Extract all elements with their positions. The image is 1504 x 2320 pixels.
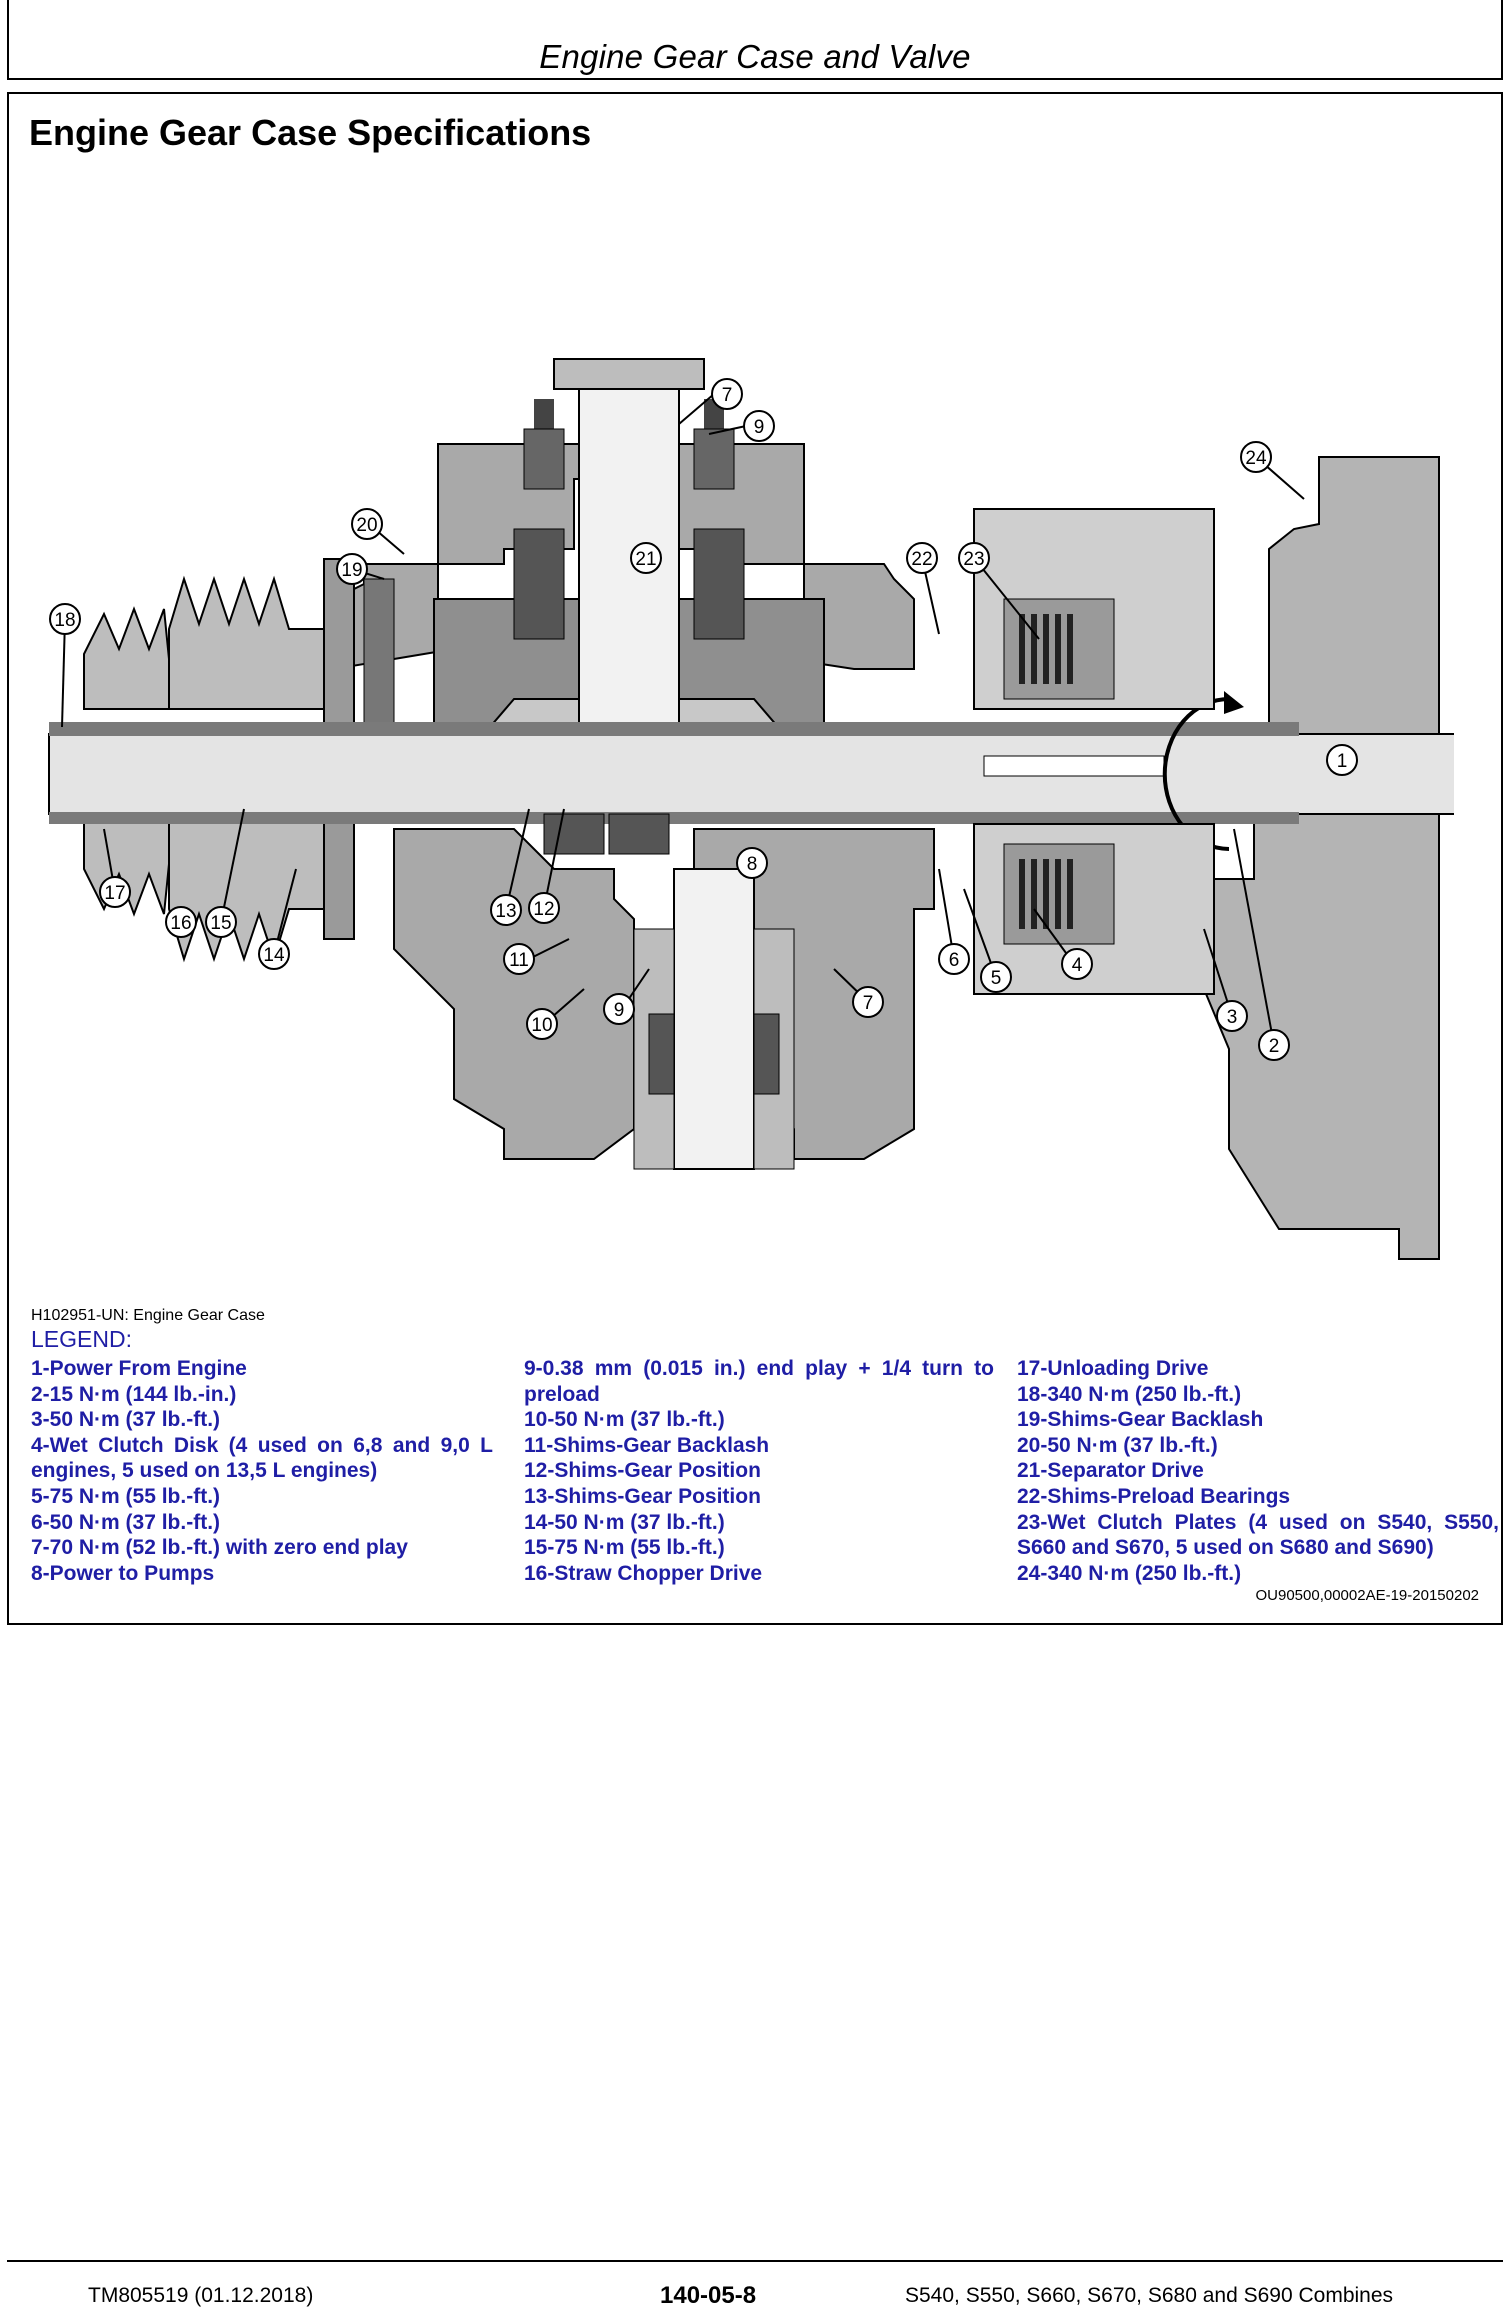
svg-text:17: 17 bbox=[104, 883, 125, 904]
svg-text:23: 23 bbox=[963, 549, 984, 570]
callout-9-bottom: 9 bbox=[603, 968, 650, 1025]
svg-text:10: 10 bbox=[531, 1015, 552, 1036]
legend-item: 13-Shims-Gear Position bbox=[524, 1484, 761, 1508]
legend-item: 20-50 N·m (37 lb.-ft.) bbox=[1017, 1433, 1218, 1457]
svg-text:9: 9 bbox=[754, 417, 765, 438]
callout-16: 16 bbox=[165, 906, 197, 938]
legend-item: 16-Straw Chopper Drive bbox=[524, 1561, 763, 1585]
footer-doc-id: TM805519 (01.12.2018) bbox=[88, 2284, 314, 2307]
callout-17: 17 bbox=[99, 828, 131, 908]
callout-3: 3 bbox=[1203, 928, 1248, 1032]
callout-12: 12 bbox=[528, 808, 565, 924]
legend-item: 19-Shims-Gear Backlash bbox=[1017, 1408, 1264, 1432]
legend-item: 18-340 N·m (250 lb.-ft.) bbox=[1017, 1382, 1242, 1406]
gear-case-diagram: 7 9 24 20 19 21 22 23 18 1 8 17 16 15 14… bbox=[48, 358, 1454, 1260]
callout-19: 19 bbox=[336, 553, 385, 585]
callout-22: 22 bbox=[906, 542, 940, 635]
callout-7-top: 7 bbox=[678, 378, 743, 425]
legend-item: 21-Separator Drive bbox=[1017, 1459, 1204, 1483]
header-title: Engine Gear Case and Valve bbox=[539, 38, 971, 75]
svg-text:19: 19 bbox=[341, 560, 362, 581]
legend-item: 9-0.38 mm (0.015 in.) end play + 1/4 tur… bbox=[524, 1357, 994, 1406]
callout-20: 20 bbox=[351, 508, 405, 555]
legend-item: 10-50 N·m (37 lb.-ft.) bbox=[524, 1408, 725, 1432]
callout-2: 2 bbox=[1233, 828, 1290, 1061]
footer-divider bbox=[7, 2260, 1503, 2262]
callout-14: 14 bbox=[258, 868, 297, 970]
callout-1: 1 bbox=[1326, 744, 1358, 776]
legend-item: 14-50 N·m (37 lb.-ft.) bbox=[524, 1510, 725, 1534]
svg-text:14: 14 bbox=[263, 945, 285, 966]
callouts: 7 9 24 20 19 21 22 23 18 1 8 17 16 15 14… bbox=[49, 378, 1358, 1061]
svg-text:12: 12 bbox=[533, 899, 554, 920]
svg-text:11: 11 bbox=[509, 950, 529, 971]
pump-shaft bbox=[673, 868, 755, 1170]
callout-4: 4 bbox=[1033, 908, 1093, 980]
svg-text:1: 1 bbox=[1337, 751, 1348, 772]
legend-heading: LEGEND: bbox=[31, 1326, 132, 1352]
svg-text:21: 21 bbox=[635, 549, 656, 570]
callout-5: 5 bbox=[963, 888, 1012, 993]
legend-item: 15-75 N·m (55 lb.-ft.) bbox=[524, 1536, 725, 1560]
upper-pulley bbox=[83, 606, 176, 710]
legend-item: 12-Shims-Gear Position bbox=[524, 1459, 761, 1483]
section-title: Engine Gear Case Specifications bbox=[29, 112, 592, 153]
callout-18: 18 bbox=[49, 603, 81, 728]
callout-13: 13 bbox=[490, 808, 530, 926]
svg-text:18: 18 bbox=[54, 610, 75, 631]
legend-item: 6-50 N·m (37 lb.-ft.) bbox=[31, 1510, 221, 1534]
content-box: Engine Gear Case Specifications bbox=[7, 92, 1503, 1625]
legend-column-1: 1-Power From Engine 2-15 N·m (144 lb.-in… bbox=[31, 1356, 493, 1586]
svg-text:6: 6 bbox=[949, 950, 960, 971]
callout-9-top: 9 bbox=[708, 410, 775, 442]
svg-text:20: 20 bbox=[356, 515, 377, 536]
legend-column-2: 9-0.38 mm (0.015 in.) end play + 1/4 tur… bbox=[524, 1356, 994, 1586]
legend-item: 17-Unloading Drive bbox=[1017, 1357, 1209, 1380]
legend-item: 11-Shims-Gear Backlash bbox=[524, 1433, 770, 1457]
legend-item: 5-75 N·m (55 lb.-ft.) bbox=[31, 1484, 221, 1508]
page-header: Engine Gear Case and Valve bbox=[7, 0, 1503, 80]
svg-text:16: 16 bbox=[170, 913, 191, 934]
callout-23: 23 bbox=[958, 542, 1040, 640]
legend-item: 3-50 N·m (37 lb.-ft.) bbox=[31, 1408, 221, 1432]
svg-text:4: 4 bbox=[1072, 955, 1083, 976]
lower-housing bbox=[393, 828, 635, 1160]
legend-item: 7-70 N·m (52 lb.-ft.) with zero end play bbox=[31, 1536, 408, 1560]
svg-text:3: 3 bbox=[1227, 1007, 1238, 1028]
callout-11: 11 bbox=[503, 938, 570, 975]
clutch-plates bbox=[1019, 614, 1073, 684]
figure-caption: H102951-UN: Engine Gear Case bbox=[31, 1307, 265, 1324]
legend-item: 23-Wet Clutch Plates (4 used on S540, S5… bbox=[1017, 1510, 1499, 1560]
callout-10: 10 bbox=[526, 988, 585, 1040]
separator-shaft bbox=[578, 368, 680, 770]
svg-text:13: 13 bbox=[495, 901, 516, 922]
svg-text:24: 24 bbox=[1245, 448, 1267, 469]
footer-models: S540, S550, S660, S670, S680 and S690 Co… bbox=[905, 2284, 1394, 2307]
legend-item: 22-Shims-Preload Bearings bbox=[1017, 1484, 1291, 1508]
svg-text:22: 22 bbox=[911, 549, 932, 570]
callout-15: 15 bbox=[205, 808, 245, 938]
svg-text:7: 7 bbox=[722, 385, 733, 406]
main-shaft bbox=[48, 733, 1454, 815]
legend-item: 2-15 N·m (144 lb.-in.) bbox=[31, 1382, 237, 1406]
svg-text:9: 9 bbox=[614, 1000, 625, 1021]
svg-text:15: 15 bbox=[210, 913, 231, 934]
callout-24: 24 bbox=[1240, 441, 1305, 500]
reference-code: OU90500,00002AE-19-20150202 bbox=[1255, 1587, 1479, 1604]
callout-7-bottom: 7 bbox=[833, 968, 884, 1018]
legend-item: 1-Power From Engine bbox=[31, 1357, 247, 1380]
legend-item: 4-Wet Clutch Disk (4 used on 6,8 and 9,0… bbox=[31, 1433, 493, 1483]
legend-item: 24-340 N·m (250 lb.-ft.) bbox=[1017, 1561, 1242, 1585]
svg-text:5: 5 bbox=[991, 968, 1002, 989]
svg-text:2: 2 bbox=[1269, 1036, 1280, 1057]
legend-item: 8-Power to Pumps bbox=[31, 1561, 215, 1585]
legend-column-3: 17-Unloading Drive 18-340 N·m (250 lb.-f… bbox=[1017, 1356, 1499, 1586]
callout-8: 8 bbox=[736, 847, 768, 879]
callout-6: 6 bbox=[938, 868, 970, 975]
svg-text:7: 7 bbox=[863, 993, 874, 1014]
footer-page-number: 140-05-8 bbox=[660, 2282, 757, 2309]
svg-text:8: 8 bbox=[747, 854, 758, 875]
callout-21: 21 bbox=[630, 542, 662, 574]
